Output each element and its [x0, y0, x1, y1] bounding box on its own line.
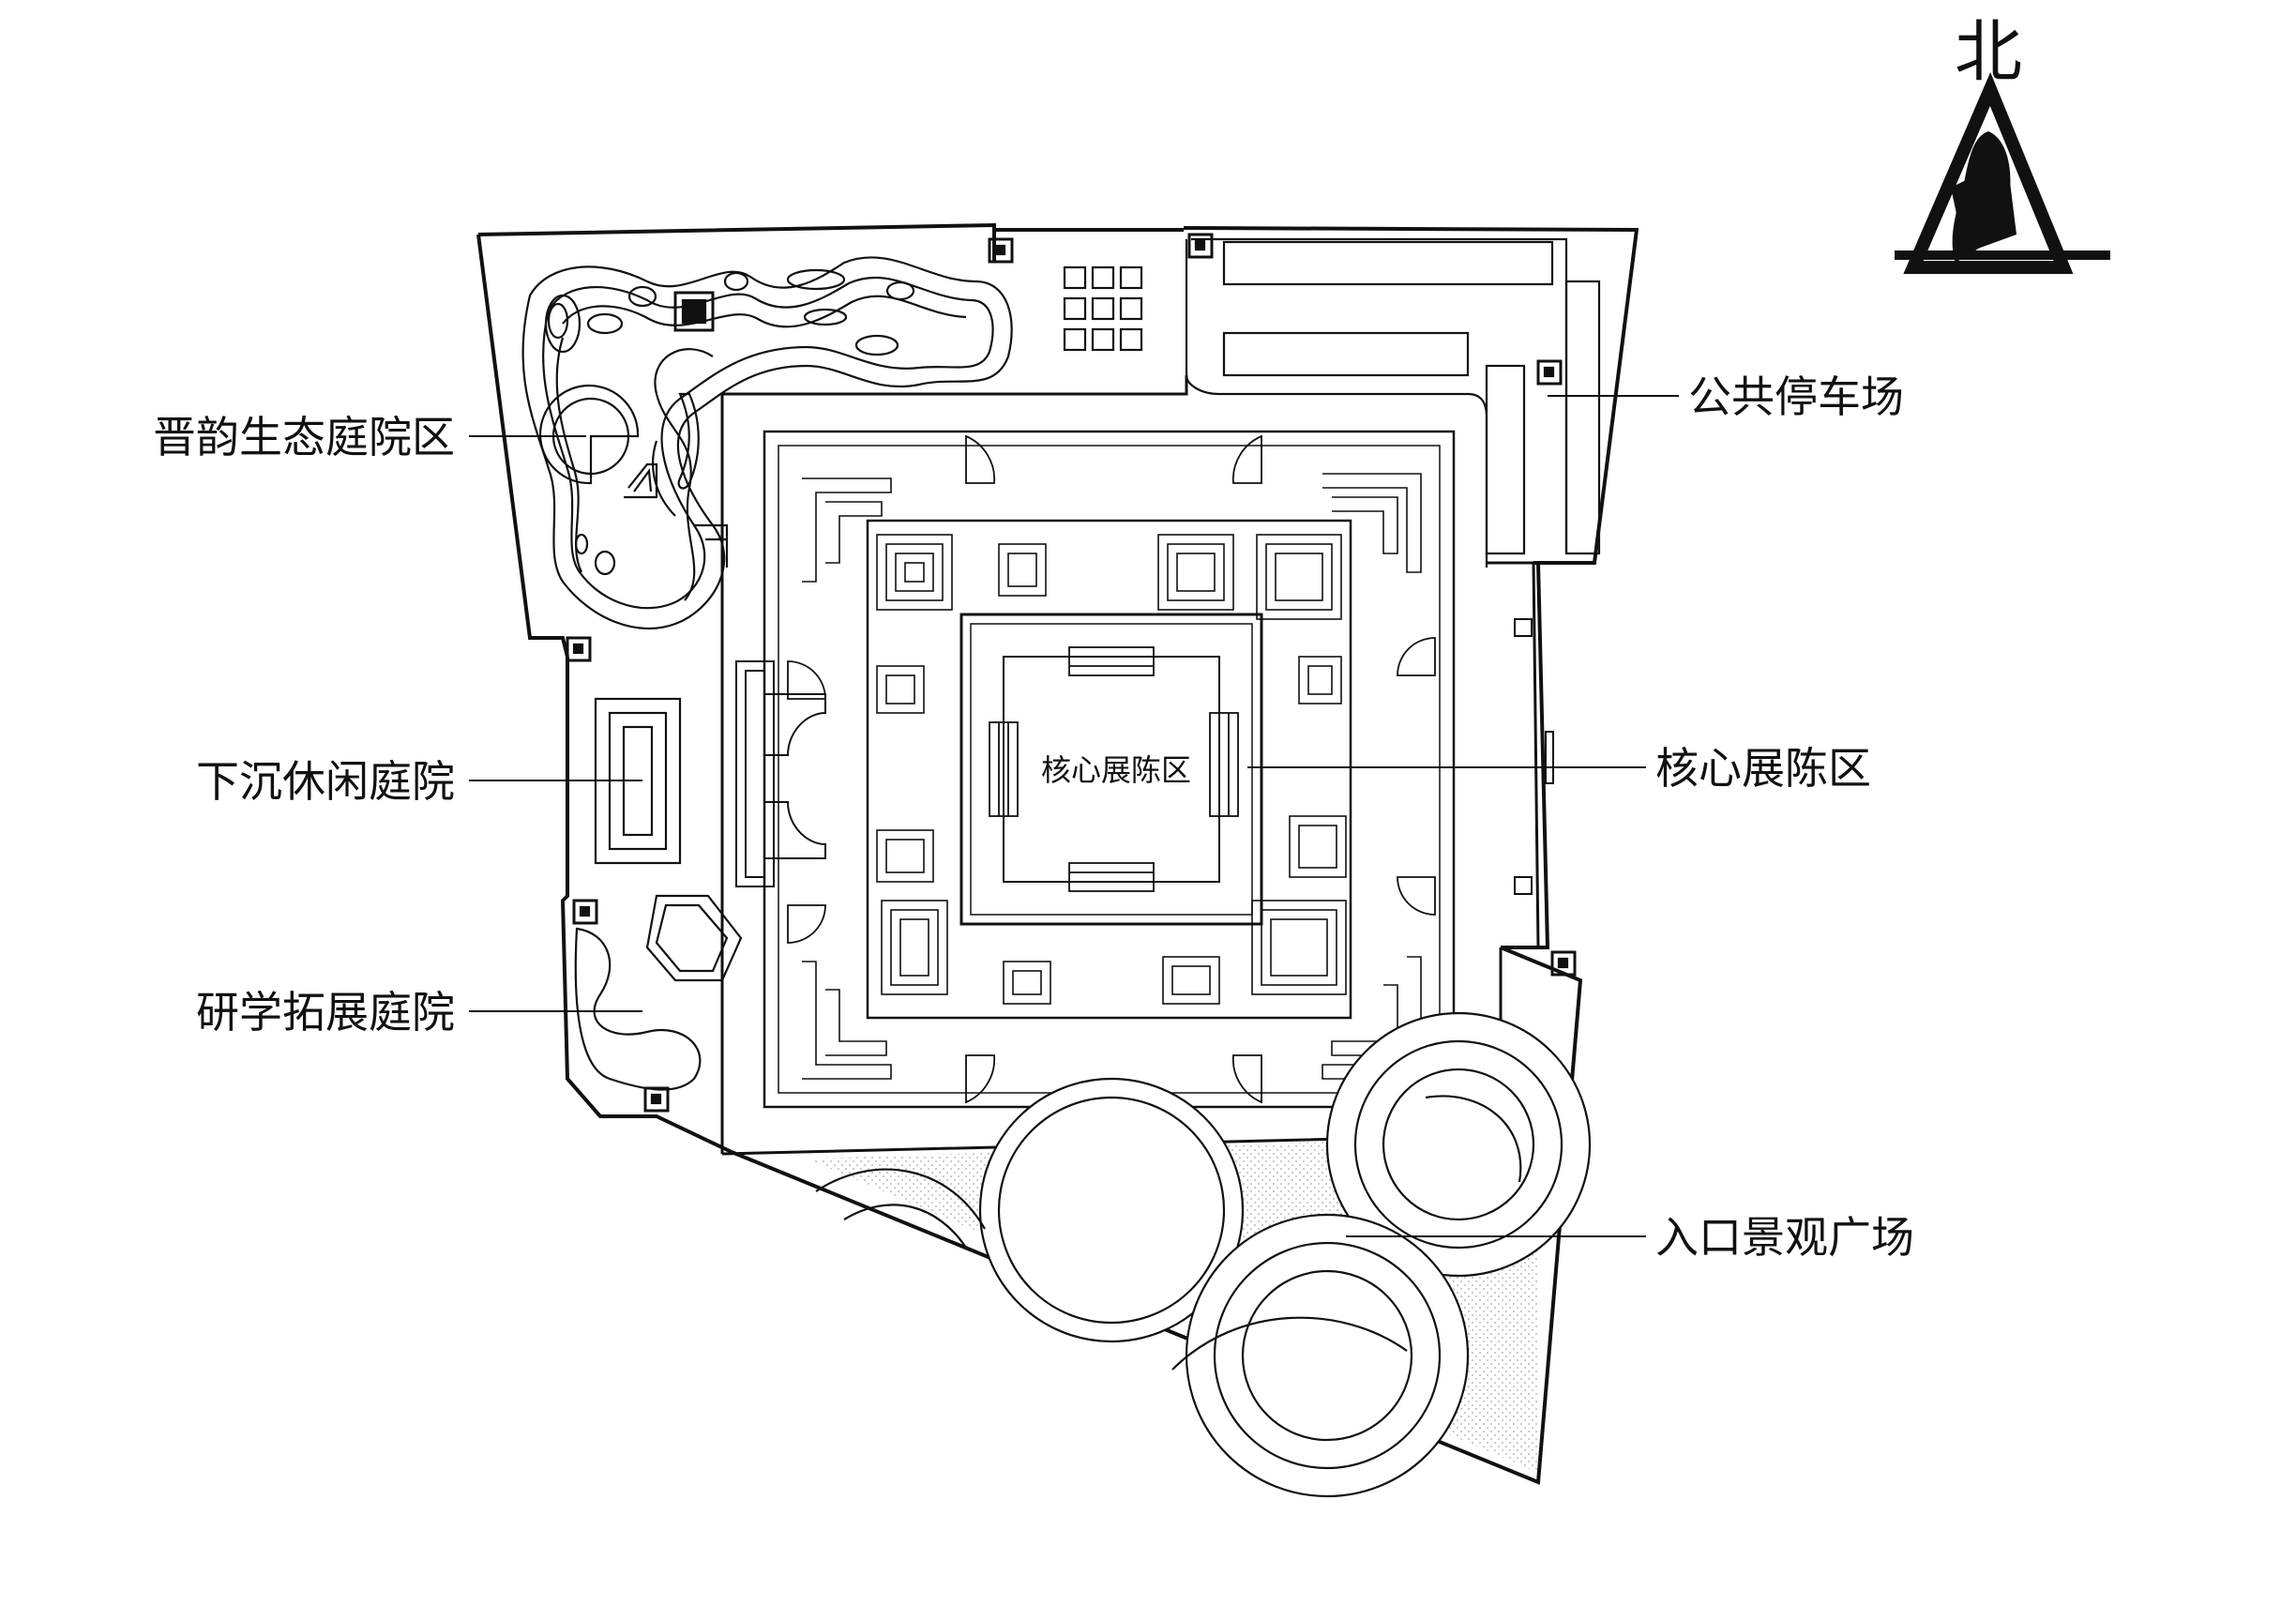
west-lobby: [735, 660, 826, 887]
center-label-core: 核心展陈区: [1041, 752, 1191, 788]
east-posts: [1514, 618, 1554, 895]
north-arrow-icon: [1895, 71, 2110, 274]
label-sunken-courtyard: 下沉休闲庭院: [196, 756, 455, 807]
north-plaza-tiles: [1063, 233, 1214, 352]
label-study-courtyard: 研学拓展庭院: [196, 987, 455, 1038]
parking-lot: [1185, 237, 1601, 568]
fretwork-patterns: [802, 473, 1422, 1080]
label-entrance-plaza: 入口景观广场: [1655, 1212, 1914, 1263]
leader-lines: [469, 395, 1679, 1237]
label-public-parking: 公共停车场: [1688, 371, 1904, 422]
north-label: 北: [1955, 12, 2022, 91]
door-swings: [787, 434, 1436, 1104]
study-courtyard: [572, 894, 743, 1113]
label-core-exhibition: 核心展陈区: [1655, 743, 1871, 794]
label-ecology-courtyard: 晋韵生态庭院区: [153, 412, 455, 462]
ecology-courtyard: [521, 237, 1014, 662]
entrance-plaza: [807, 359, 1592, 1498]
core-stairs: [989, 646, 1239, 892]
